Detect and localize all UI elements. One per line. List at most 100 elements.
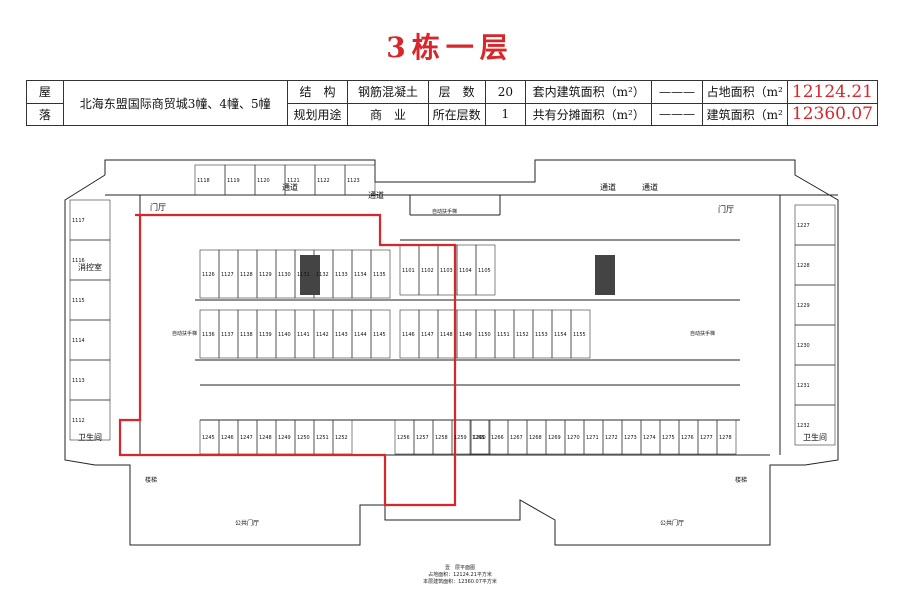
legend-line-3: 本层建筑面积：12360.07平方米 [423,579,497,585]
unit-number: 1123 [347,178,360,184]
escalator-top-label: 自动扶手梯 [432,208,457,215]
unit-number: 1117 [72,218,85,224]
unit-cell [716,419,737,455]
unit-number: 1119 [227,178,240,184]
unit-number: 1151 [497,332,510,338]
unit-number: 1232 [797,423,810,429]
unit-number: 1116 [72,258,85,264]
passage-b-label: 通道 [368,190,384,200]
unit-cells [69,164,836,455]
address-value: 北海东盟国际商贸城3幢、4幢、5幢 [62,80,288,126]
unit-number: 1147 [421,332,434,338]
unit-number: 1256 [397,435,410,441]
building-area-label: 建筑面积（m² [701,102,788,126]
right-door-label: 门厅 [718,204,734,214]
unit-number: 1266 [491,435,504,441]
passage-d-label: 通道 [642,182,658,192]
unit-number: 1118 [197,178,210,184]
unit-number: 1271 [586,435,599,441]
unit-number: 1252 [335,435,348,441]
unit-number: 1140 [278,332,291,338]
unit-number: 1104 [459,268,472,274]
info-row-2: 落 规划用途 商 业 所在层数 1 共有分摊面积（m²） ——— 建筑面积（m²… [26,102,879,126]
unit-number: 1134 [354,272,367,278]
location-label-a: 屋 [26,80,64,104]
unit-number: 1127 [221,272,234,278]
unit-number: 1265 [472,435,485,441]
unit-number: 1227 [797,223,810,229]
unit-number: 1132 [316,272,329,278]
unit-number: 1135 [373,272,386,278]
unit-number: 1148 [440,332,453,338]
left-office-label: 消控室 [78,262,102,272]
unit-number: 1278 [719,435,732,441]
lobby-left-label: 公共门厅 [235,519,259,527]
left-toilet-label: 卫生间 [78,432,102,442]
usage-label: 规划用途 [286,102,349,126]
floors-label: 层 数 [427,80,486,104]
usage-value: 商 业 [347,102,429,126]
unit-number: 1113 [72,378,85,384]
unit-number: 1101 [402,268,415,274]
unit-number: 1130 [278,272,291,278]
plan-legend: 壹 层平面图 占地面积：12124.21平方米 本层建筑面积：12360.07平… [420,565,500,586]
unit-number: 1138 [240,332,253,338]
unit-number: 1272 [605,435,618,441]
unit-number: 1270 [567,435,580,441]
unit-number: 1269 [548,435,561,441]
unit-number: 1150 [478,332,491,338]
unit-number: 1277 [700,435,713,441]
unit-number: 1231 [797,383,810,389]
land-area-label: 占地面积（m² [701,80,788,104]
unit-number: 1146 [402,332,415,338]
unit-number: 1247 [240,435,253,441]
stairs-left-label: 楼梯 [145,476,157,484]
building-area-value: 12360.07 [786,102,879,126]
unit-number: 1248 [259,435,272,441]
unit-number: 1228 [797,263,810,269]
unit-number: 1137 [221,332,234,338]
shared-area-label: 共有分摊面积（m²） [525,102,653,126]
unit-number: 1268 [529,435,542,441]
escalator-left-label: 自动扶手梯 [172,330,197,337]
unit-number: 1274 [643,435,656,441]
unit-number: 1102 [421,268,434,274]
unit-cell [69,399,111,441]
unit-number: 1249 [278,435,291,441]
unit-number: 1260 [473,435,486,441]
structure-value: 钢筋混凝土 [347,80,429,104]
property-info-table: 屋 北海东盟国际商贸城3幢、4幢、5幢 结 构 钢筋混凝土 层 数 20 套内建… [26,80,879,126]
unit-number: 1128 [240,272,253,278]
left-door-label: 门厅 [150,202,166,212]
unit-number: 1103 [440,268,453,274]
unit-cell [794,404,836,446]
unit-number: 1115 [72,298,85,304]
floor-at-label: 所在层数 [427,102,486,126]
unit-number: 1273 [624,435,637,441]
unit-cell [370,249,391,299]
unit-number: 1152 [516,332,529,338]
passage-c-label: 通道 [600,182,616,192]
unit-number: 1122 [317,178,330,184]
unit-number: 1229 [797,303,810,309]
unit-number: 1267 [510,435,523,441]
unit-number: 1246 [221,435,234,441]
info-row-1: 屋 北海东盟国际商贸城3幢、4幢、5幢 结 构 钢筋混凝土 层 数 20 套内建… [26,80,879,126]
structural-columns [300,255,615,295]
unit-number: 1139 [259,332,272,338]
unit-number: 1230 [797,343,810,349]
unit-number: 1131 [297,272,310,278]
unit-number: 1112 [72,418,85,424]
location-label-b: 落 [26,102,64,126]
unit-number: 1149 [459,332,472,338]
right-toilet-label: 卫生间 [803,432,827,442]
unit-number: 1136 [202,332,215,338]
unit-cell [344,164,376,196]
land-area-value: 12124.21 [786,80,879,104]
escalator-right-label: 自动扶手梯 [690,330,715,337]
stairs-right-label: 楼梯 [735,476,747,484]
unit-cell [370,309,391,359]
unit-number: 1126 [202,272,215,278]
legend-line-1: 壹 层平面图 [444,565,475,571]
